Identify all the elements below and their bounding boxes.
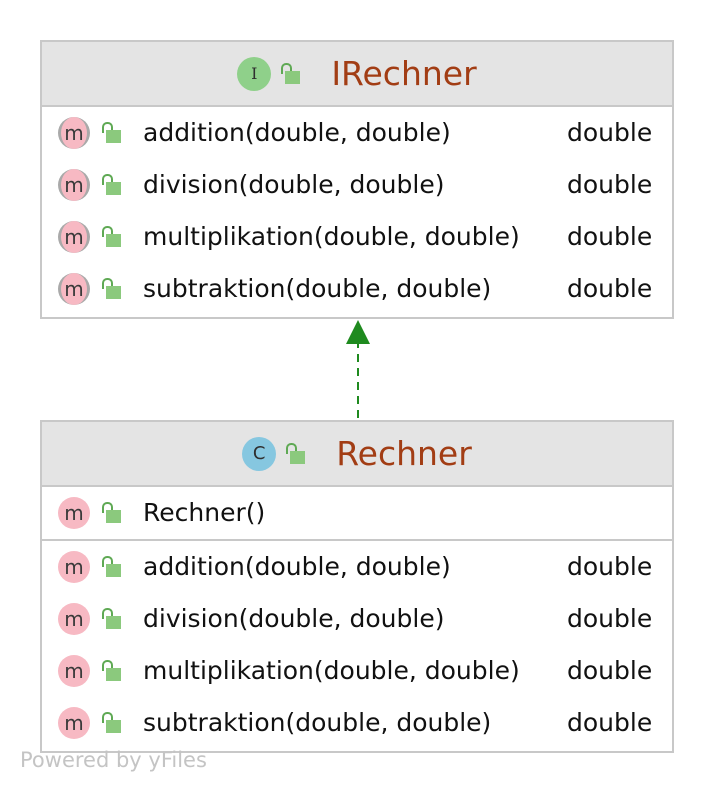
abstract-method-icon: m (58, 221, 90, 253)
realization-arrowhead (346, 320, 370, 344)
method-icon: m (58, 497, 90, 529)
class-method-row[interactable]: m addition(double, double) double (42, 541, 672, 593)
section-divider (42, 539, 672, 541)
method-icon: m (58, 655, 90, 687)
public-lock-icon (102, 608, 122, 630)
abstract-method-icon: m (58, 169, 90, 201)
class-methods-section: m addition(double, double) double m divi… (42, 541, 672, 749)
public-lock-icon (281, 62, 301, 85)
method-name: subtraktion(double, double) (143, 708, 492, 737)
method-name: subtraktion(double, double) (143, 274, 492, 303)
method-icon: m (58, 551, 90, 583)
public-lock-icon (102, 122, 122, 144)
interface-irechner[interactable]: I IRechner m addition(double, double) do… (40, 40, 674, 319)
interface-title: IRechner (331, 54, 477, 93)
method-name: division(double, double) (143, 170, 445, 199)
method-return-type: double (567, 552, 653, 581)
interface-method-row[interactable]: m subtraktion(double, double) double (42, 263, 672, 315)
method-return-type: double (567, 222, 653, 251)
public-lock-icon (102, 174, 122, 196)
method-return-type: double (567, 274, 653, 303)
interface-method-row[interactable]: m division(double, double) double (42, 159, 672, 211)
public-lock-icon (102, 502, 122, 524)
interface-method-row[interactable]: m addition(double, double) double (42, 107, 672, 159)
interface-methods-section: m addition(double, double) double m divi… (42, 107, 672, 315)
method-return-type: double (567, 604, 653, 633)
abstract-method-icon: m (58, 273, 90, 305)
abstract-method-icon: m (58, 117, 90, 149)
method-return-type: double (567, 656, 653, 685)
constructor-name: Rechner() (143, 498, 266, 527)
method-return-type: double (567, 170, 653, 199)
class-badge-icon: C (242, 436, 277, 471)
method-name: multiplikation(double, double) (143, 222, 520, 251)
class-title: Rechner (336, 434, 472, 473)
method-name: addition(double, double) (143, 118, 451, 147)
method-return-type: double (567, 118, 653, 147)
public-lock-icon (102, 712, 122, 734)
public-lock-icon (102, 278, 122, 300)
constructor-row[interactable]: m Rechner() (42, 487, 672, 539)
interface-method-row[interactable]: m multiplikation(double, double) double (42, 211, 672, 263)
method-name: addition(double, double) (143, 552, 451, 581)
class-header: C Rechner (42, 422, 672, 487)
public-lock-icon (286, 442, 306, 465)
public-lock-icon (102, 556, 122, 578)
class-method-row[interactable]: m division(double, double) double (42, 593, 672, 645)
class-constructors-section: m Rechner() (42, 487, 672, 539)
method-name: multiplikation(double, double) (143, 656, 520, 685)
method-return-type: double (567, 708, 653, 737)
method-icon: m (58, 707, 90, 739)
interface-badge-icon: I (237, 56, 272, 91)
method-name: division(double, double) (143, 604, 445, 633)
class-method-row[interactable]: m subtraktion(double, double) double (42, 697, 672, 749)
interface-header: I IRechner (42, 42, 672, 107)
powered-by-footer: Powered by yFiles (20, 748, 207, 772)
class-rechner[interactable]: C Rechner m Rechner() m addition(double,… (40, 420, 674, 753)
public-lock-icon (102, 226, 122, 248)
class-method-row[interactable]: m multiplikation(double, double) double (42, 645, 672, 697)
public-lock-icon (102, 660, 122, 682)
method-icon: m (58, 603, 90, 635)
